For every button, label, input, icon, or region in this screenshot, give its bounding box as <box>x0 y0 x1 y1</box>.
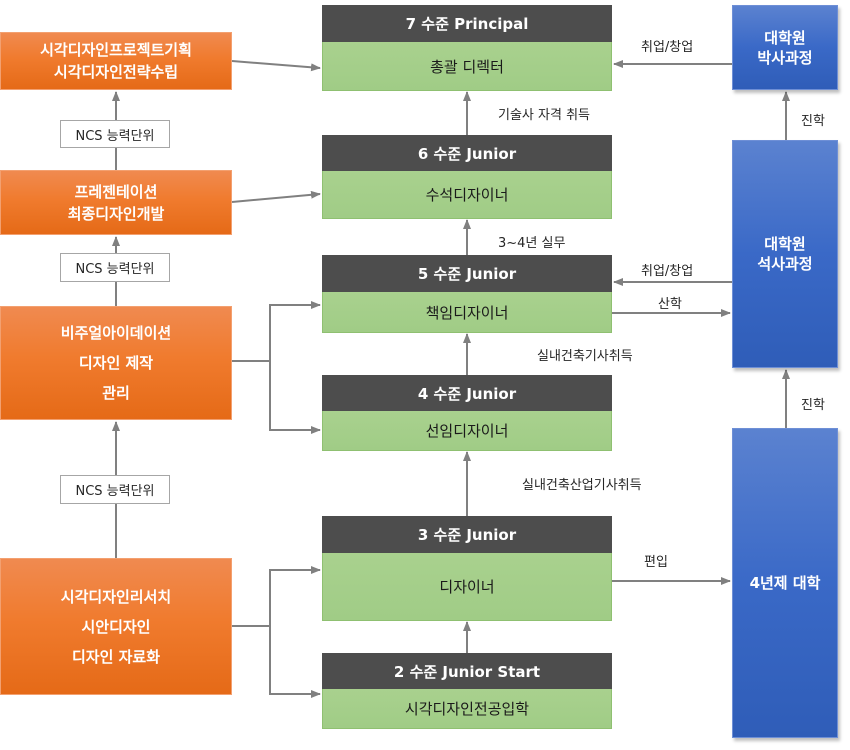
level-header: 4 수준 Junior <box>322 375 612 411</box>
task-line: 시각디자인전략수립 <box>53 63 179 81</box>
arrow-task2-to-l6 <box>231 190 321 203</box>
edu-line: 박사과정 <box>757 48 813 67</box>
transition-label-l4-l5: 실내건축기사취득 <box>537 349 633 364</box>
ncs-unit-label: NCS 능력단위 <box>60 475 170 504</box>
edge-label-phd-to-l7: 취업/창업 <box>641 40 694 55</box>
edu-line: 대학원 <box>764 235 806 253</box>
ncs-task-box-2: 프레젠테이션 최종디자인개발 <box>0 170 232 235</box>
level-role: 수석디자이너 <box>322 171 612 219</box>
task-line: 시각디자인리서치 <box>60 587 172 606</box>
task-line: 디자인 제작 <box>78 354 154 372</box>
edge-label-master-to-phd: 진학 <box>801 114 825 129</box>
task-line: 최종디자인개발 <box>67 204 165 223</box>
level-role: 시각디자인전공입학 <box>322 689 612 729</box>
task-line: 프레젠테이션 <box>74 182 158 201</box>
arrow-task3-to-l4 <box>269 361 321 434</box>
level-header: 7 수준 Principal <box>322 5 612 42</box>
task-line: 비주얼아이데이션 <box>60 324 172 342</box>
level-role: 디자이너 <box>322 553 612 621</box>
edu-line: 4년제 대학 <box>749 574 821 592</box>
edge-label-univ-to-master: 진학 <box>801 398 825 413</box>
transition-label-l3-l4: 실내건축산업기사취득 <box>522 478 642 493</box>
phd-box: 대학원 박사과정 <box>732 5 838 90</box>
master-box: 대학원 석사과정 <box>732 140 838 368</box>
edu-line: 대학원 <box>764 28 806 47</box>
level-3-box: 3 수준 Junior 디자이너 <box>322 516 612 621</box>
level-6-box: 6 수준 Junior 수석디자이너 <box>322 135 612 219</box>
level-header: 3 수준 Junior <box>322 516 612 553</box>
edu-line: 석사과정 <box>757 255 813 273</box>
arrow-task4-to-l3 <box>269 566 321 626</box>
level-header: 6 수준 Junior <box>322 135 612 171</box>
ncs-unit-label: NCS 능력단위 <box>60 120 170 148</box>
level-role: 선임디자이너 <box>322 411 612 451</box>
level-header: 5 수준 Junior <box>322 255 612 292</box>
transition-label-l5-l6: 3~4년 실무 <box>498 236 566 251</box>
level-header: 2 수준 Junior Start <box>322 653 612 689</box>
task-line: 관리 <box>102 384 130 402</box>
level-7-box: 7 수준 Principal 총괄 디렉터 <box>322 5 612 91</box>
edge-label-l3-to-univ: 편입 <box>644 555 668 570</box>
level-role: 총괄 디렉터 <box>322 42 612 91</box>
arrow-task3-to-l5 <box>269 301 321 361</box>
level-4-box: 4 수준 Junior 선임디자이너 <box>322 375 612 451</box>
arrow-task4-to-l2 <box>269 626 321 698</box>
task-line: 디자인 자료화 <box>71 647 161 666</box>
ncs-task-box-4: 시각디자인리서치 시안디자인 디자인 자료화 <box>0 558 232 695</box>
level-2-box: 2 수준 Junior Start 시각디자인전공입학 <box>322 653 612 729</box>
edge-label-l5-to-master: 산학 <box>658 297 682 312</box>
task-line: 시각디자인프로젝트기획 <box>40 41 192 59</box>
task-line: 시안디자인 <box>81 617 151 636</box>
arrow-task1-to-l7 <box>231 60 321 72</box>
ncs-unit-label: NCS 능력단위 <box>60 253 170 282</box>
ncs-task-box-1: 시각디자인프로젝트기획 시각디자인전략수립 <box>0 32 232 90</box>
ncs-task-box-3: 비주얼아이데이션 디자인 제작 관리 <box>0 306 232 420</box>
university-box: 4년제 대학 <box>732 428 838 738</box>
transition-label-l6-l7: 기술사 자격 취득 <box>498 108 590 123</box>
level-role: 책임디자이너 <box>322 292 612 333</box>
level-5-box: 5 수준 Junior 책임디자이너 <box>322 255 612 333</box>
edge-label-master-to-l5: 취업/창업 <box>641 264 694 279</box>
